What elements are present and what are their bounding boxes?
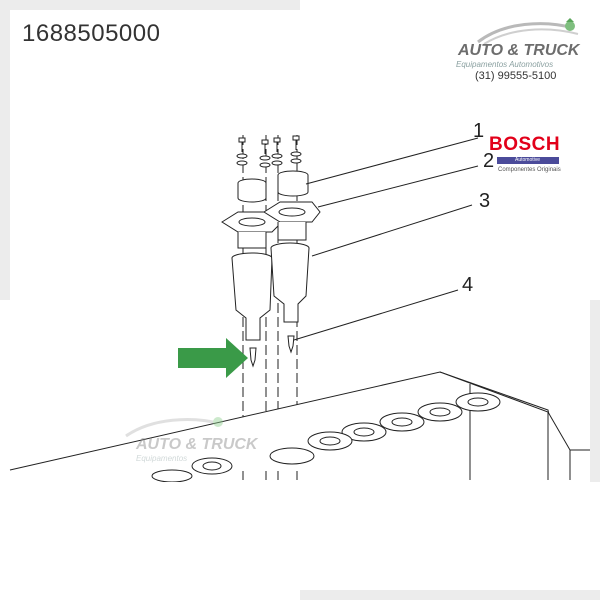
callout-3: 3 [479, 190, 491, 212]
leader-line-3 [311, 204, 473, 257]
bosch-bar: Automotive [497, 157, 559, 164]
green-arrow-icon [178, 338, 248, 378]
bosch-logo: BOSCH Automotive Componentes Originais [489, 134, 561, 178]
frame-left-edge [0, 0, 10, 300]
bosch-name: BOSCH [489, 134, 561, 155]
logo-swoosh-icon [477, 18, 579, 45]
logo-title: AUTO & TRUCK [458, 42, 580, 59]
watermark-title: AUTO & TRUCK [136, 436, 258, 453]
part-2-flange [221, 201, 321, 249]
leader-line-2 [317, 165, 479, 208]
base-holders [151, 392, 501, 483]
leader-line-1 [305, 137, 479, 185]
watermark-swoosh-icon [125, 417, 223, 438]
auto-truck-logo: AUTO & TRUCK Equipamentos Automotivos (3… [446, 16, 586, 86]
logo-subtitle: Equipamentos Automotivos [456, 60, 554, 69]
leader-line-4 [293, 289, 459, 341]
part-4-nozzle [249, 335, 295, 368]
bottom-mask [0, 482, 600, 590]
frame-top-edge [0, 0, 300, 10]
part-1-collar [237, 170, 309, 203]
frame-right-edge [590, 300, 600, 600]
part-3-cup [231, 242, 310, 341]
frame-bottom-edge [300, 590, 600, 600]
screws [238, 135, 300, 154]
washers [236, 151, 302, 168]
bosch-caption: Componentes Originais [498, 167, 561, 173]
bosch-bar-text: Automotive [515, 157, 541, 163]
logo-phone: (31) 99555-5100 [475, 70, 557, 82]
callout-2: 2 [483, 150, 495, 172]
callout-1: 1 [473, 120, 485, 142]
part-number: 1688505000 [22, 20, 161, 47]
watermark-subtitle: Equipamentos [136, 454, 188, 463]
callout-4: 4 [462, 274, 474, 296]
auto-truck-watermark: AUTO & TRUCK Equipamentos [122, 414, 272, 474]
